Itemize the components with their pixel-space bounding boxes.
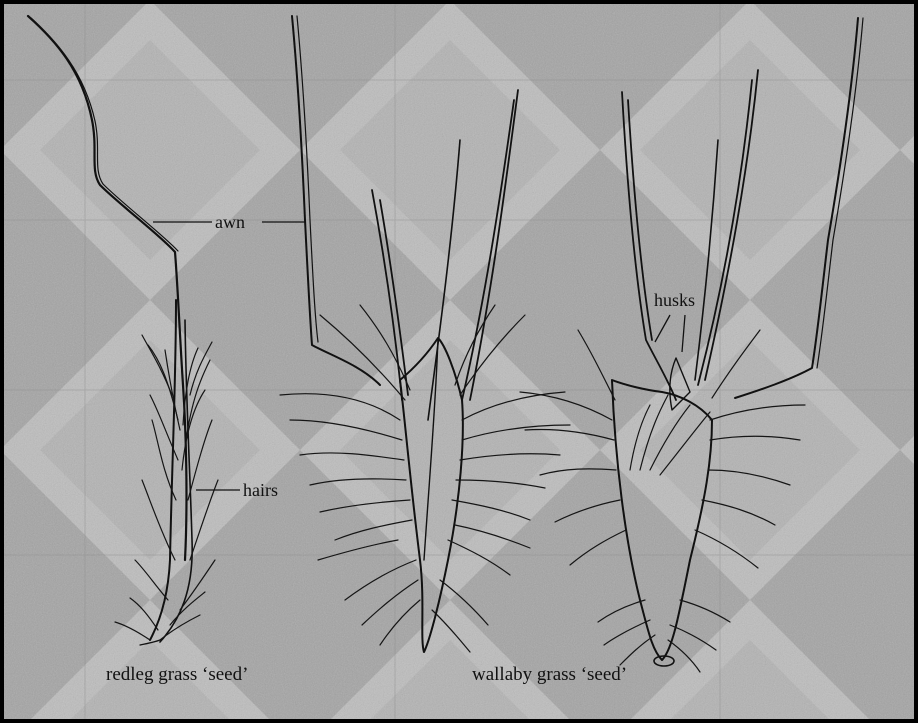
- awn-label: awn: [215, 212, 245, 232]
- redleg-caption: redleg grass ‘seed’: [106, 664, 248, 685]
- wallaby-caption: wallaby grass ‘seed’: [472, 664, 627, 685]
- husks-label: husks: [654, 290, 695, 310]
- hairs-label: hairs: [243, 480, 278, 500]
